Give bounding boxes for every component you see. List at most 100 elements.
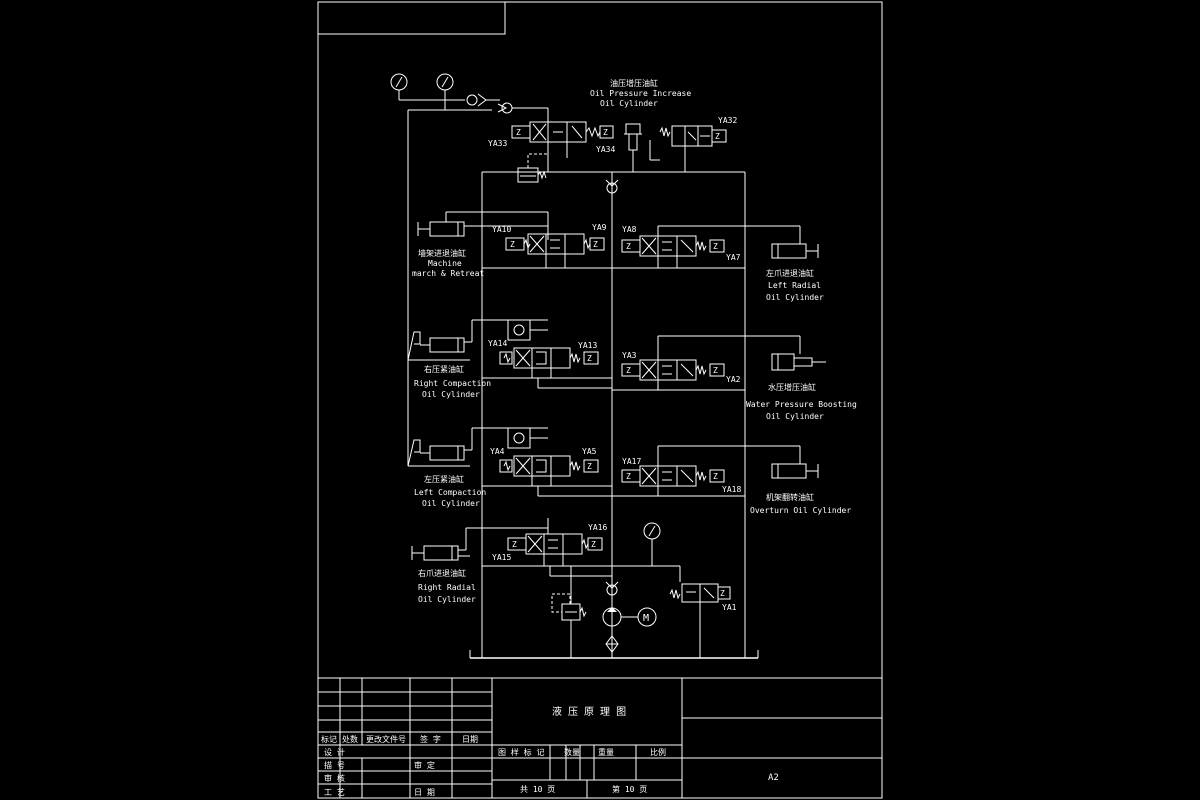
system-gauge — [612, 522, 680, 567]
oil-pressure-increase-cylinder — [624, 123, 642, 172]
label-ya1: YA1 — [722, 603, 737, 612]
cyl-oil-pressure-increase-en1: Oil Pressure Increase — [590, 89, 691, 98]
cyl-right-radial-en2: Oil Cylinder — [418, 595, 476, 604]
cyl-overturn-cn: 机架翻转油缸 — [766, 492, 814, 502]
label-ya9: YA9 — [592, 223, 607, 232]
gauge-2 — [436, 73, 454, 110]
title-scale: 比例 — [650, 747, 666, 757]
cyl-machine-march-en1: Machine — [428, 259, 462, 268]
cyl-machine-march-en2: march & Retreat — [412, 269, 484, 278]
label-ya2: YA2 — [726, 375, 741, 384]
valve-ya10-ya9: Z Z — [482, 233, 612, 269]
main-lines — [469, 171, 759, 659]
title-row-design: 设 计 — [324, 747, 345, 757]
machine-march-cylinder — [417, 211, 549, 240]
cyl-oil-pressure-increase-cn: 油压增压油缸 — [610, 78, 658, 88]
svg-text:Z: Z — [512, 540, 517, 549]
left-radial-cylinder — [771, 243, 819, 259]
valve-ya32: Z — [649, 125, 727, 172]
cyl-left-compaction-en2: Oil Cylinder — [422, 499, 480, 508]
title-row-process: 工 艺 — [324, 788, 345, 797]
label-ya34: YA34 — [596, 145, 615, 154]
pump-check-valve — [605, 581, 619, 596]
label-ya7: YA7 — [726, 253, 741, 262]
cyl-water-pressure-en2: Oil Cylinder — [766, 412, 824, 421]
valve-ya3-ya2: Z Z — [612, 335, 801, 391]
cyl-left-radial-en1: Left Radial — [768, 281, 821, 290]
title-col-mark: 标记 — [321, 734, 337, 744]
svg-text:Z: Z — [587, 354, 592, 363]
label-ya16: YA16 — [588, 523, 607, 532]
cyl-left-compaction-cn: 左压紧油缸 — [424, 474, 464, 484]
overturn-cylinder — [771, 463, 819, 479]
svg-text:Z: Z — [713, 242, 718, 251]
cyl-left-radial-cn: 左爪进退油缸 — [766, 268, 814, 278]
cyl-machine-march-cn: 墙架进退油缸 — [418, 248, 466, 258]
gauge-1 — [390, 73, 408, 100]
label-ya17: YA17 — [622, 457, 641, 466]
label-ya10: YA10 — [492, 225, 511, 234]
cyl-overturn-en1: Overturn Oil Cylinder — [750, 506, 851, 515]
svg-text:Z: Z — [626, 472, 631, 481]
valve-ya33-ya34: Z Z — [511, 121, 614, 172]
cyl-water-pressure-en1: Water Pressure Boosting — [746, 400, 857, 409]
relief-valve-pump — [551, 566, 587, 658]
title-sheet-size: A2 — [768, 773, 779, 783]
water-pressure-cylinder — [771, 353, 826, 371]
left-compaction-cylinder — [407, 360, 548, 467]
cyl-right-radial-cn: 右爪进退油缸 — [418, 568, 466, 578]
svg-text:Z: Z — [591, 540, 596, 549]
label-ya14: YA14 — [488, 339, 507, 348]
svg-text:Z: Z — [516, 128, 521, 137]
svg-text:Z: Z — [713, 366, 718, 375]
valve-ya8-ya7: Z Z — [612, 225, 801, 269]
cyl-oil-pressure-increase-en2: Oil Cylinder — [600, 99, 658, 108]
cyl-right-compaction-en2: Oil Cylinder — [422, 390, 480, 399]
pilot-check-valve — [605, 172, 619, 200]
title-stage-mark: 图 样 标 记 — [498, 747, 544, 757]
label-ya13: YA13 — [578, 341, 597, 350]
title-weight: 重量 — [598, 747, 614, 757]
title-row-draw: 描 号 — [324, 760, 345, 770]
label-ya3: YA3 — [622, 351, 637, 360]
label-ya32: YA32 — [718, 116, 737, 125]
title-drawing-name: 液 压 原 理 图 — [552, 705, 626, 718]
title-block — [317, 677, 883, 799]
cyl-right-compaction-cn: 右压紧油缸 — [424, 364, 464, 374]
svg-text:Z: Z — [603, 128, 608, 137]
valve-ya1: Z — [669, 566, 731, 658]
label-ya15: YA15 — [492, 553, 511, 562]
svg-text:Z: Z — [720, 589, 725, 598]
cyl-water-pressure-cn: 水压增压油缸 — [768, 382, 816, 392]
label-ya4: YA4 — [490, 447, 505, 456]
top-check-valves — [399, 93, 549, 360]
title-total-pages: 共 10 页 — [520, 785, 555, 794]
cyl-left-radial-en2: Oil Cylinder — [766, 293, 824, 302]
right-radial-cylinder — [411, 518, 549, 561]
cyl-right-radial-en1: Right Radial — [418, 583, 476, 592]
motor-icon: M — [637, 607, 657, 627]
filter-icon — [605, 635, 619, 658]
title-col-date: 日期 — [462, 735, 478, 744]
label-ya33: YA33 — [488, 139, 507, 148]
svg-text:Z: Z — [715, 132, 720, 141]
corner-tag-box — [317, 1, 506, 35]
valve-ya14-ya13: Z — [482, 319, 612, 389]
title-row-check: 审 核 — [324, 773, 345, 783]
svg-text:Z: Z — [587, 462, 592, 471]
title-page-no: 第 10 页 — [612, 784, 647, 794]
title-col-count: 处数 — [342, 734, 358, 744]
title-date2: 日 期 — [414, 788, 435, 797]
svg-text:Z: Z — [626, 242, 631, 251]
title-col-change-doc: 更改文件号 — [366, 734, 406, 744]
cyl-right-compaction-en1: Right Compaction — [414, 379, 491, 388]
label-ya8: YA8 — [622, 225, 637, 234]
hydraulic-pump — [602, 607, 638, 636]
valve-ya17-ya18: Z Z — [612, 445, 801, 497]
svg-text:M: M — [643, 613, 649, 624]
relief-valve-top — [517, 153, 548, 183]
valve-ya16-ya15: Z Z — [482, 533, 612, 577]
svg-text:Z: Z — [713, 472, 718, 481]
label-ya18: YA18 — [722, 485, 741, 494]
